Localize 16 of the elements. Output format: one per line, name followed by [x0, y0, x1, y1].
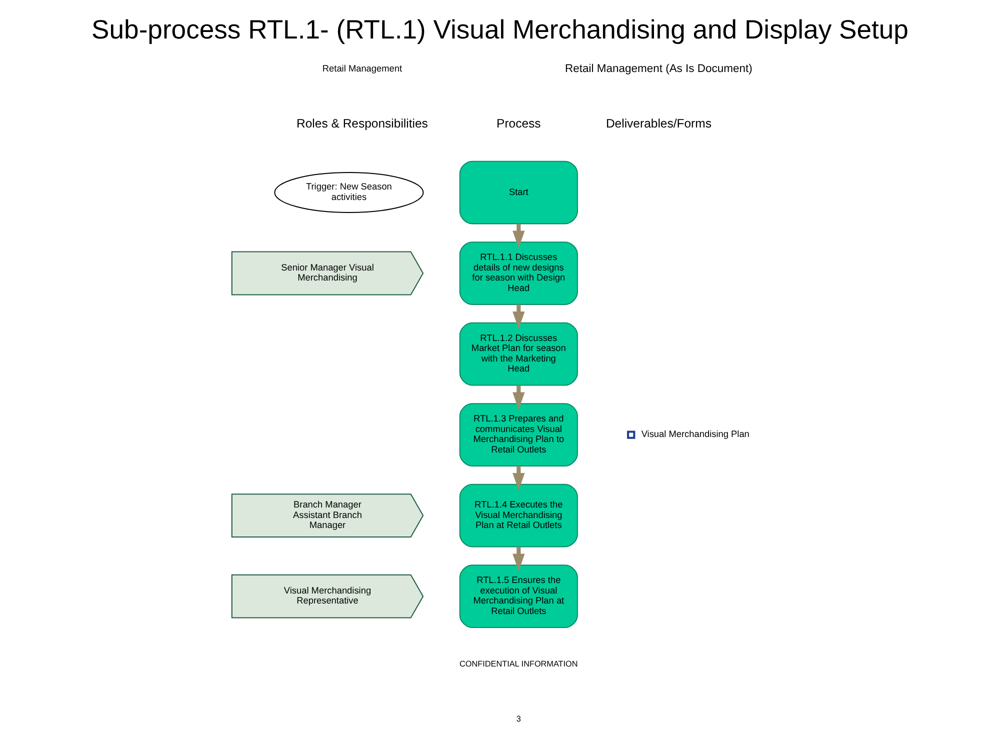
node-box: RTL.1.3 Prepares and communicates Visual Merchandising Plan to Retail Outlets	[459, 402, 578, 466]
node-box: RTL.1.1 Discusses details of new designs for season with Design Head	[459, 241, 578, 304]
label: CONFIDENTIAL INFORMATION	[460, 658, 578, 668]
label: Retail Management (As Is Document)	[565, 62, 752, 75]
label: Visual Merchandising Plan	[641, 428, 750, 439]
label: Retail Management	[322, 63, 402, 74]
node-box: RTL.1.4 Executes the Visual Merchandising Plan at Retail Outlets	[459, 483, 578, 547]
node-box: RTL.1.5 Ensures the execution of Visual Merchandising Plan at Retail Outlets	[459, 564, 578, 628]
node-ellipse: Trigger: New Season activities	[274, 171, 424, 213]
label: Deliverables/Forms	[606, 116, 712, 130]
label: Roles & Responsibilities	[296, 116, 428, 130]
node-box: RTL.1.2 Discusses Market Plan for season with the Marketing Head	[459, 322, 578, 386]
label: 3	[516, 714, 521, 723]
label: Process	[496, 116, 541, 130]
node-box: Start	[459, 160, 578, 224]
diagram-title: Sub-process RTL.1- (RTL.1) Visual Merchandising and Display Setup	[92, 14, 908, 44]
